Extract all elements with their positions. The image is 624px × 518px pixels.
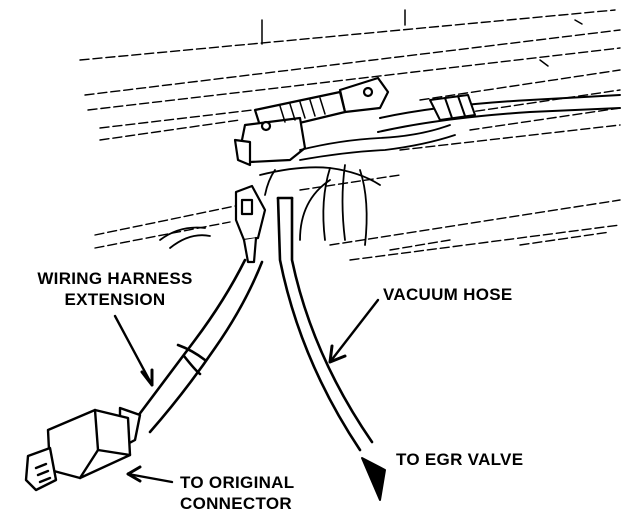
original-connector-label-line1: TO ORIGINAL — [180, 473, 295, 492]
leader-connector — [126, 465, 174, 484]
egr-arrow — [361, 457, 386, 501]
bracket-shading — [279, 97, 326, 123]
wiring-harness-extension — [133, 258, 264, 434]
vacuum-hose — [276, 196, 374, 452]
leader-harness — [113, 314, 154, 387]
sensor-bracket — [233, 76, 390, 167]
wiring-harness-label: WIRING HARNESS EXTENSION — [10, 268, 220, 310]
harness-plug-upper — [234, 184, 267, 264]
original-connector-label: TO ORIGINAL CONNECTOR — [180, 472, 294, 514]
harness-pipe-right — [377, 94, 621, 133]
vacuum-hose-label: VACUUM HOSE — [383, 285, 513, 304]
frame-tick-marks — [261, 9, 583, 67]
end-connector — [24, 406, 142, 492]
body-rail-lines — [79, 9, 621, 261]
original-connector-label-line2: CONNECTOR — [180, 494, 292, 513]
wiring-harness-label-line2: EXTENSION — [64, 290, 166, 309]
wiring-harness-label-line1: WIRING HARNESS — [37, 269, 193, 288]
egr-valve-label: TO EGR VALVE — [396, 450, 524, 469]
leader-vacuum — [328, 298, 380, 364]
wire-bundle — [159, 124, 456, 249]
